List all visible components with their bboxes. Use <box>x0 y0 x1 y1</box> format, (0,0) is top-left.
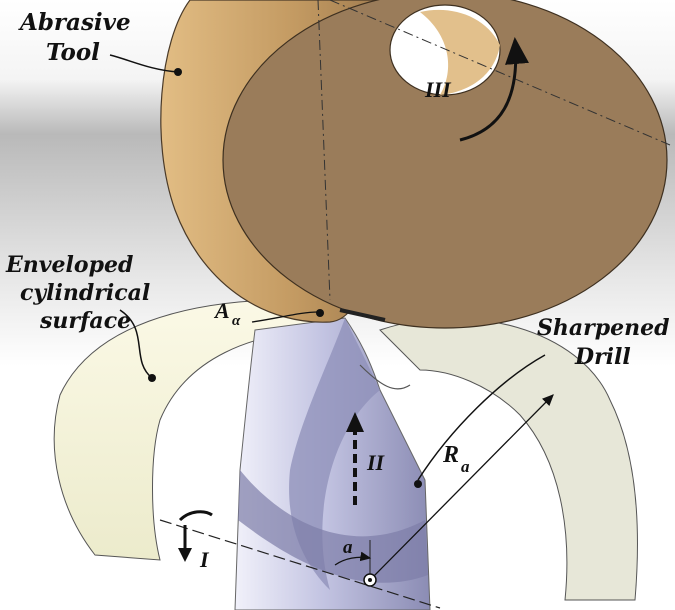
envelope-surface-right <box>379 318 638 601</box>
wheel-contact-edge <box>339 308 386 322</box>
label-motion-III: III <box>424 77 452 102</box>
rotation-arrow-III <box>459 37 529 142</box>
drill-flute-lower <box>238 470 428 583</box>
leader-point-a-dot <box>316 309 324 317</box>
label-motion-I: I <box>199 547 210 572</box>
label-envelope-line2: cylindrical <box>20 280 150 306</box>
drill-flute-upper <box>289 318 380 590</box>
label-envelope-line3: surface <box>39 308 131 334</box>
leader-abrasive-dot <box>174 68 182 76</box>
leader-envelope <box>119 309 153 379</box>
wheel-hole-shadow <box>420 9 500 96</box>
center-dot <box>368 578 372 582</box>
wheel-face <box>222 0 668 329</box>
drill-flute-edge <box>359 364 411 390</box>
leader-point-a <box>251 311 319 323</box>
label-point-a-sub: α <box>232 313 241 329</box>
leader-drill-dot <box>414 480 422 488</box>
feed-arrow-II-head <box>346 412 364 432</box>
wheel-axis-line <box>329 0 671 146</box>
label-abrasive-line2: Tool <box>46 39 100 66</box>
label-drill-line1: Sharpened <box>537 315 669 341</box>
angle-arc <box>334 551 372 566</box>
drill-axis-line <box>159 519 441 609</box>
label-radius: R <box>442 442 459 468</box>
label-drill-line2: Drill <box>574 344 631 370</box>
leader-envelope-dot <box>148 374 156 382</box>
leader-abrasive-tool <box>109 54 179 73</box>
rotation-arrow-I <box>178 510 213 522</box>
label-abrasive-line1: Abrasive <box>18 9 131 36</box>
label-angle: a <box>343 537 353 558</box>
rotation-arrow-I-head <box>178 548 192 562</box>
radius-arrow <box>369 394 554 581</box>
label-envelope-line1: Enveloped <box>5 252 133 278</box>
envelope-surface-left <box>53 299 336 561</box>
label-point-a: A <box>213 298 230 323</box>
leader-drill <box>417 354 546 481</box>
label-radius-sub: a <box>461 457 470 476</box>
label-motion-II: II <box>366 450 386 475</box>
